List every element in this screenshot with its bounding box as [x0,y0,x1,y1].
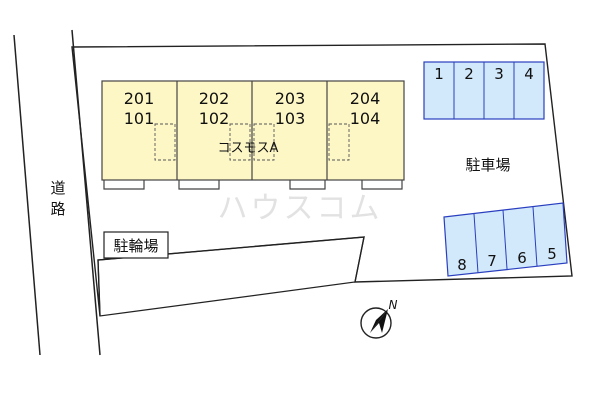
bicycle-parking-label: 駐輪場 [113,237,158,255]
watermark: ハウスコム [218,191,383,226]
parking-row-bottom: 8 7 6 5 [443,202,568,277]
unit-3-lower: 103 [275,109,306,128]
road-label-1: 道 [50,179,65,197]
parking-row-top: 1 2 3 4 [423,61,545,120]
parking-space-7: 7 [487,252,497,270]
parking-bottom-divider-3 [532,206,538,267]
parking-space-3: 3 [494,65,504,83]
unit-2-upper: 202 [199,89,230,108]
unit-4-lower: 104 [350,109,381,128]
balcony-1 [103,180,145,190]
unit-1-upper: 201 [124,89,155,108]
parking-space-4: 4 [524,65,534,83]
parking-space-1: 1 [434,65,444,83]
parking-label: 駐車場 [465,156,510,174]
dashed-interior-2 [229,123,251,161]
dashed-interior-4 [328,123,350,161]
unit-4-upper: 204 [350,89,381,108]
parking-bottom-divider-2 [502,209,508,270]
parking-space-6: 6 [517,249,527,267]
compass-north-label: N [389,298,398,312]
parking-space-2: 2 [464,65,474,83]
parking-space-8: 8 [457,256,467,274]
unit-3-upper: 203 [275,89,306,108]
balcony-3 [289,180,326,190]
parking-bottom-divider-1 [473,213,479,274]
building-name: コスモスA [218,141,279,156]
dashed-interior-1 [154,123,176,161]
compass: N [360,298,398,339]
building: 201 101 202 102 203 103 204 104 コスモスA [101,80,405,190]
balcony-2 [178,180,220,190]
unit-1-lower: 101 [124,109,155,128]
bicycle-parking-box [103,231,169,259]
compass-needle-tail [370,309,388,333]
parking-space-5: 5 [547,245,557,263]
road-label-2: 路 [50,200,65,218]
bicycle-strip-outline [97,236,365,317]
road-edge-left [13,34,41,356]
unit-2-lower: 102 [199,109,230,128]
balcony-4 [361,180,403,190]
building-body [101,80,405,181]
road-edge-right [71,29,101,356]
dashed-interior-3 [253,123,275,161]
